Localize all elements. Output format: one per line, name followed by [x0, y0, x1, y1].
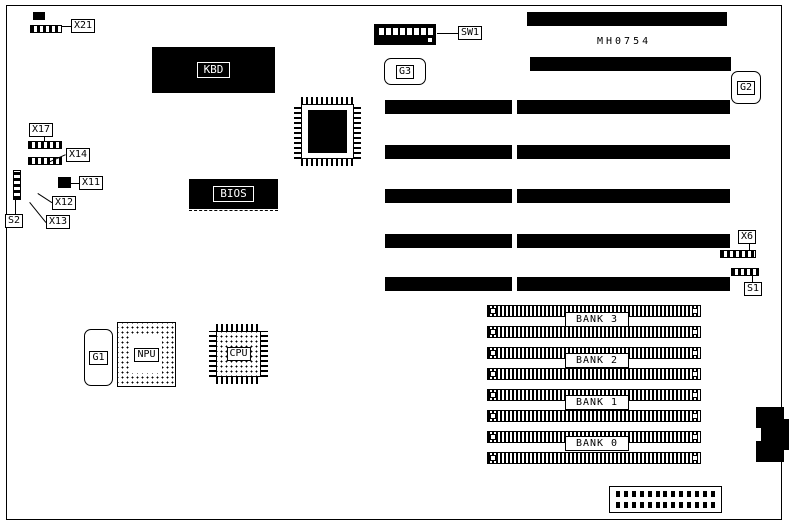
- chip-kbd: KBD: [152, 47, 275, 93]
- label-s1: S1: [744, 282, 763, 296]
- label-x21: X21: [71, 19, 96, 33]
- connector-x11-pins: [58, 177, 71, 188]
- corner-block: [33, 12, 45, 20]
- chip-pins: [216, 324, 261, 331]
- leader-line-x21: [62, 26, 71, 27]
- connector-g2: G2: [731, 71, 761, 104]
- isa-slot-segment: [385, 145, 512, 159]
- label-g1: G1: [89, 350, 108, 365]
- chip-qfp: [294, 97, 361, 166]
- leader-line-s1: [752, 276, 753, 282]
- simm-slot: [487, 368, 701, 380]
- isa-slot-segment: [385, 100, 512, 114]
- chip-pins: [294, 104, 301, 159]
- chip-pins: [354, 104, 361, 159]
- socket-npu: NPU: [117, 322, 176, 387]
- label-x11: X11: [79, 176, 104, 190]
- connector-s1-pins: [731, 268, 759, 276]
- chip-pins: [301, 97, 354, 104]
- isa-slot-segment: [385, 277, 512, 291]
- label-bank-2: BANK 2: [565, 353, 629, 368]
- label-bank-0: BANK 0: [565, 436, 629, 451]
- isa-slot-segment: [517, 100, 730, 114]
- connector-x6-pins: [720, 250, 756, 258]
- dip-switch-indicator: [428, 38, 432, 42]
- leader-line-sw1: [437, 33, 458, 34]
- label-sw1: SW1: [458, 26, 483, 40]
- keyboard-din-connector-notch: [756, 428, 761, 441]
- chip-pins: [216, 377, 261, 384]
- chip-pins: [209, 331, 216, 377]
- connector-x21-pins: [30, 25, 62, 33]
- chip-pins: [301, 159, 354, 166]
- connector-x17-pins: [28, 141, 62, 149]
- label-bios: BIOS: [213, 186, 254, 202]
- connector-x14-pins: [28, 157, 62, 165]
- leader-line-x6: [749, 244, 750, 250]
- leader-line-x11: [71, 183, 79, 184]
- label-npu: NPU: [134, 347, 159, 362]
- label-bank-3: BANK 3: [565, 312, 629, 327]
- simm-slot: [487, 410, 701, 422]
- leader-line-s2: [15, 200, 16, 214]
- label-cpu: CPU: [226, 347, 251, 361]
- label-kbd: KBD: [196, 62, 231, 78]
- label-x14: X14: [66, 148, 91, 162]
- connector-s2-pins: [13, 170, 21, 200]
- pin-row: [616, 502, 715, 508]
- bios-socket-outline: [189, 210, 278, 211]
- label-g3: G3: [395, 64, 415, 79]
- simm-slot: [487, 326, 701, 338]
- board-outline: [6, 5, 782, 520]
- label-x17: X17: [29, 123, 54, 137]
- chip-die: [308, 110, 347, 153]
- pin-row: [616, 491, 715, 497]
- chip-cpu: CPU: [209, 324, 268, 384]
- chip-bios: BIOS: [189, 179, 278, 209]
- isa-slot-segment: [517, 234, 730, 248]
- isa-slot-segment: [527, 12, 727, 26]
- leader-line-x17: [44, 137, 45, 142]
- label-s2: S2: [5, 214, 24, 228]
- dip-switch-cells: [379, 28, 433, 35]
- isa-slot-segment: [517, 277, 730, 291]
- chip-pins: [261, 331, 268, 377]
- label-x6: X6: [738, 230, 757, 244]
- connector-g3: G3: [384, 58, 426, 85]
- part-number: MH0754: [597, 36, 652, 47]
- label-g2: G2: [736, 80, 756, 95]
- pin-header-connector: [609, 486, 722, 513]
- label-bank-1: BANK 1: [565, 395, 629, 410]
- label-x12: X12: [52, 196, 77, 210]
- label-x13: X13: [46, 215, 71, 229]
- keyboard-din-connector-tab: [782, 419, 789, 450]
- isa-slot-segment: [530, 57, 731, 71]
- dip-switch-sw1: [374, 24, 436, 45]
- isa-slot-segment: [517, 189, 730, 203]
- isa-slot-segment: [385, 189, 512, 203]
- isa-slot-segment: [517, 145, 730, 159]
- isa-slot-segment: [385, 234, 512, 248]
- connector-g1: G1: [84, 329, 113, 386]
- simm-slot: [487, 452, 701, 464]
